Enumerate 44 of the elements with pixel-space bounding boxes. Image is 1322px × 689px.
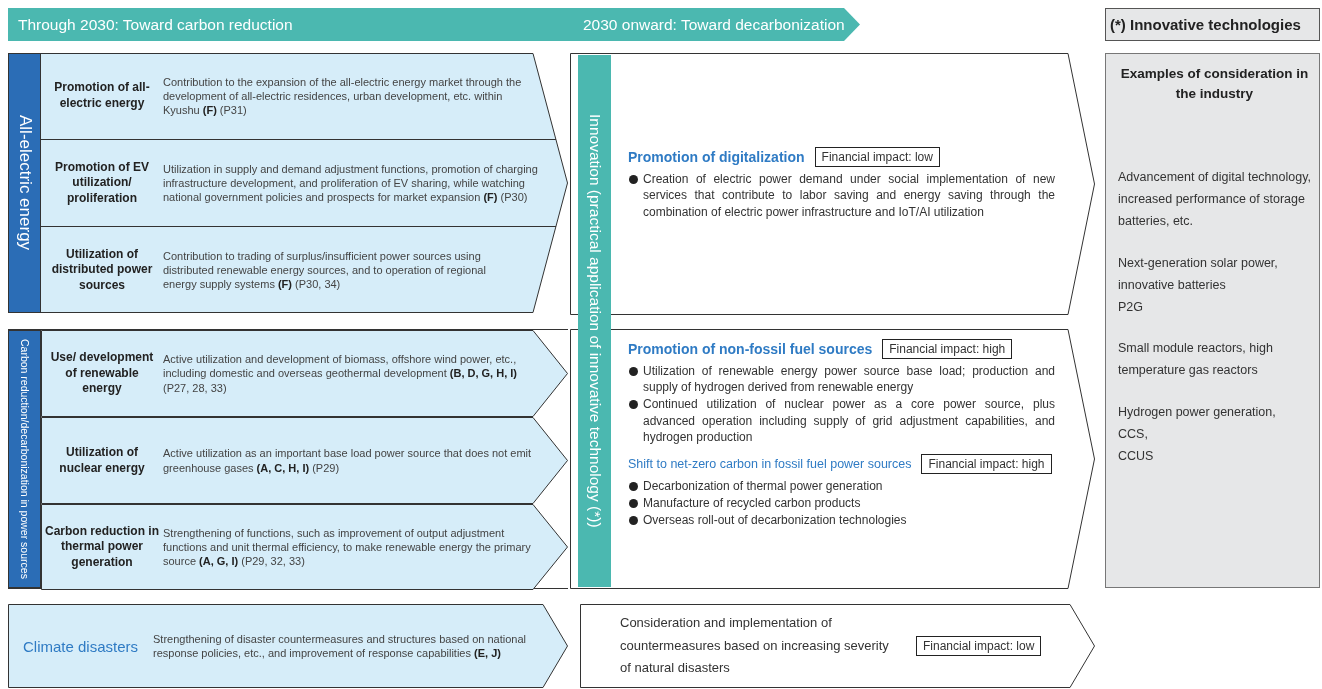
impact-tag: Financial impact: high: [921, 453, 1052, 474]
section-title: (*) Innovative technologies: [1105, 8, 1320, 41]
example-text: CCUS: [1118, 447, 1155, 465]
row-heading: Use/ development of renewable energy: [49, 350, 155, 397]
row-description: Utilization in supply and demand adjustment functions, promotion of charging infrastructure development, and proliferation of EV sharing, while watching national government policies and prospects for market expansion (F) (P30): [163, 161, 539, 205]
innovation-bar: Innovation (practical application of innovative technology (*)): [578, 55, 611, 587]
category-label: All-electric energy: [8, 53, 41, 313]
category-label: Carbon reduction/decarbonization in power sources: [8, 330, 41, 588]
bullet-item: Creation of electric power demand under social implementation of new services that contribute to labor saving and energy saving through the combination of electric power infrastructure and IoT/AI utilization: [628, 171, 1055, 220]
row-description: Strengthening of functions, such as improvement of output adjustment functions and unit thermal efficiency, to make renewable energy the primary source (A, G, I) (P29, 32, 33): [163, 525, 532, 569]
row-description: Active utilization and development of biomass, offshore wind power, etc., including domestic and overseas geothermal development (B, D, G, H, I) (P27, 28, 33): [163, 352, 518, 395]
row-heading: Promotion of all-electric energy: [53, 80, 151, 112]
example-text: P2G: [1118, 298, 1144, 316]
example-text: Hydrogen power generation,: [1118, 404, 1277, 422]
row-heading: Utilization of nuclear energy: [58, 444, 146, 477]
card-text: Consideration and implementation of countermeasures based on increasing severity of natural disasters: [620, 613, 890, 678]
row-description: Contribution to the expansion of the all-electric energy market through the development of all-electric residences, urban development, etc. within Kyushu (F) (P31): [163, 74, 523, 118]
bullet-item: Continued utilization of nuclear power as a core power source, plus advanced operation including supply of grid adjustment capabilities, and hydrogen production: [628, 396, 1055, 445]
section-heading: Shift to net-zero carbon in fossil fuel power sources: [628, 456, 912, 471]
bullet-item: Overseas roll-out of decarbonization technologies: [628, 512, 1055, 529]
section-heading: Promotion of digitalization: [628, 149, 805, 166]
bullet-item: Utilization of renewable energy power source base load; production and supply of hydrogen derived from renewable energy: [628, 363, 1055, 396]
section-heading: Promotion of non-fossil fuel sources: [628, 341, 873, 357]
example-text: Advancement of digital technology, increased performance of storage batteries, etc.: [1118, 169, 1311, 230]
row-heading: Promotion of EV utilization/ proliferation: [54, 159, 150, 207]
row-heading: Carbon reduction in thermal power generation: [44, 523, 160, 571]
banner-text: 2030 onward: Toward decarbonization: [583, 15, 845, 35]
row-description: Strengthening of disaster countermeasures and structures based on national response policies, etc., and improvement of response capabilities (E, J): [153, 631, 527, 661]
bullet-item: Decarbonization of thermal power generation: [628, 477, 1055, 495]
example-text: Next-generation solar power, innovative batteries: [1118, 254, 1279, 294]
example-text: CCS,: [1118, 426, 1149, 443]
row-description: Contribution to trading of surplus/insufficient power sources using distributed renewable energy sources, and to operation of regional energy supply systems (F) (P30, 34): [163, 248, 487, 292]
impact-tag: Financial impact: low: [814, 147, 940, 168]
impact-tag: Financial impact: low: [916, 636, 1042, 656]
banner-text: Through 2030: Toward carbon reduction: [18, 15, 293, 35]
panel-heading: Examples of consideration in the industry: [1119, 65, 1310, 103]
example-text: Small module reactors, high temperature gas reactors: [1118, 340, 1274, 380]
row-heading: Utilization of distributed power sources: [50, 246, 154, 294]
row-description: Active utilization as an important base load power source that does not emit greenhouse gases (A, C, H, I) (P29): [163, 446, 533, 475]
impact-tag: Financial impact: high: [882, 339, 1013, 359]
examples-panel: [1105, 53, 1320, 588]
row-heading: Climate disasters: [21, 637, 139, 655]
bullet-item: Manufacture of recycled carbon products: [628, 495, 1055, 512]
category-group: [8, 329, 568, 589]
